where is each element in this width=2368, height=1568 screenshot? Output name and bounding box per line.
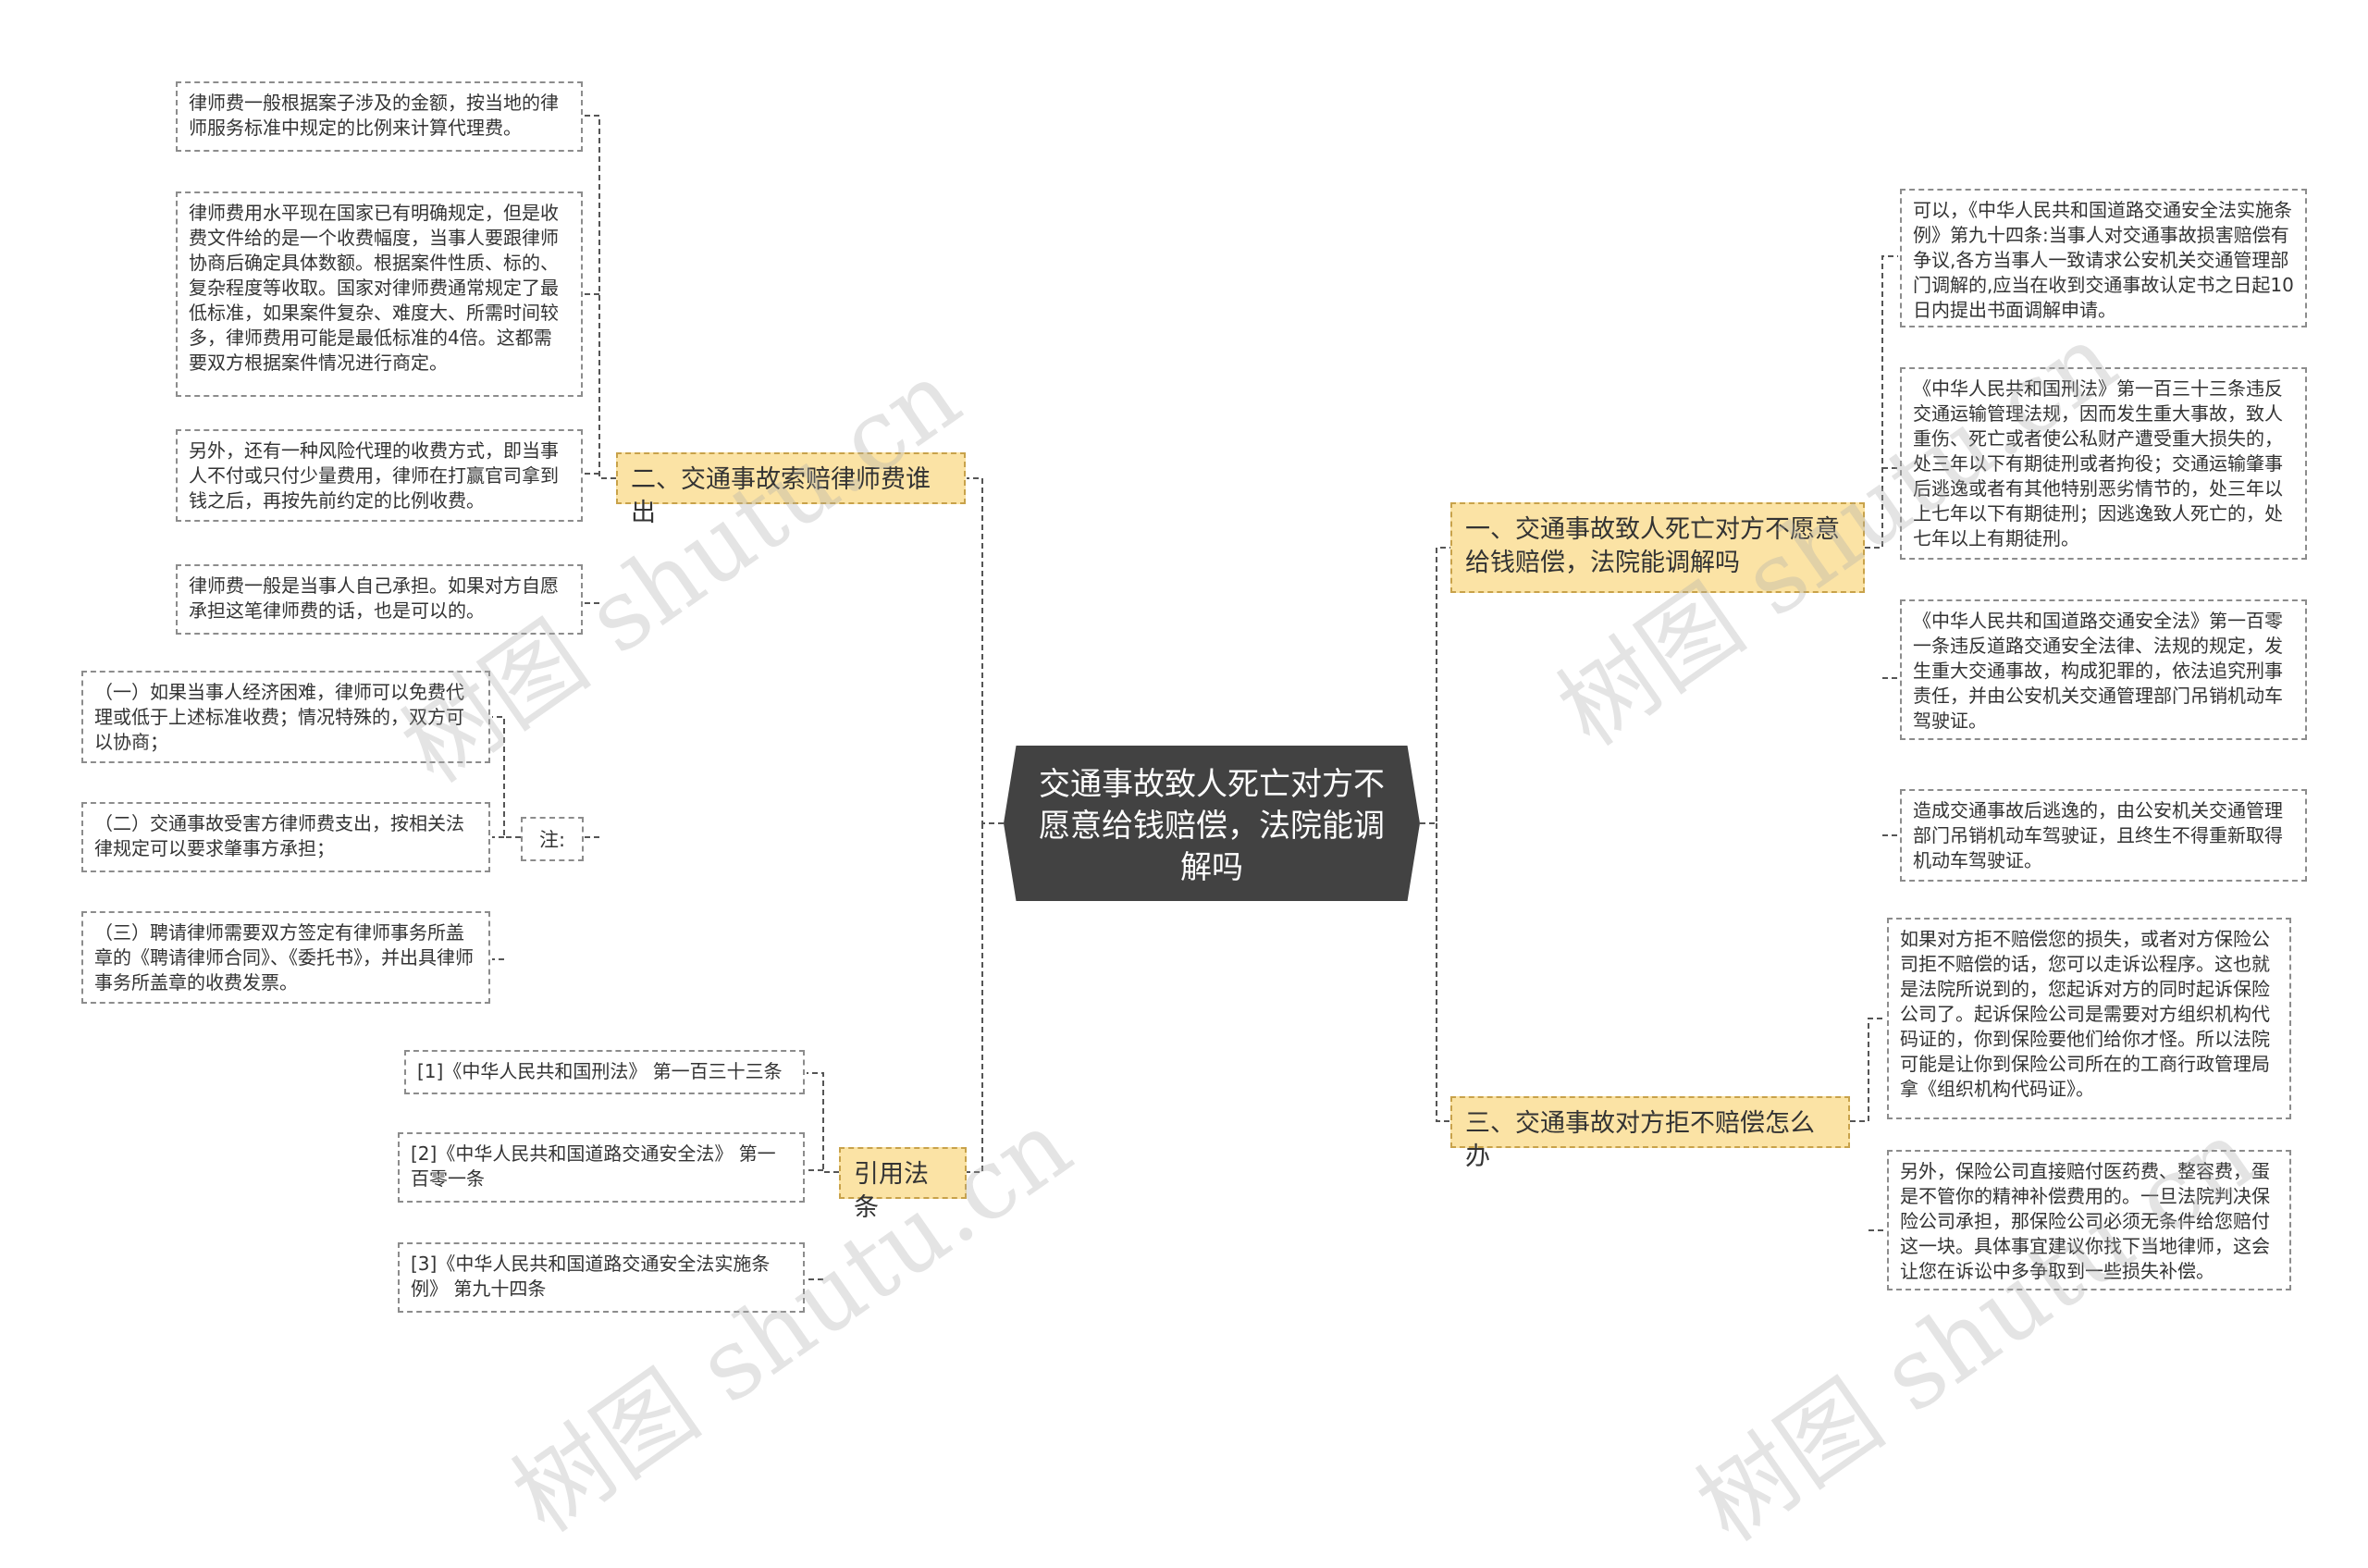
root-topic-label: 交通事故致人死亡对方不愿意给钱赔偿，法院能调解吗 [1039, 766, 1385, 886]
note-item-3[interactable]: （三）聘请律师需要双方签定有律师事务所盖章的《聘请律师合同》、《委托书》，并出具… [81, 911, 490, 1004]
mediation-item-1-text: 可以，《中华人民共和国道路交通安全法实施条例》第九十四条:当事人对交通事故损害赔… [1913, 199, 2294, 321]
refusal-item-1[interactable]: 如果对方拒不赔偿您的损失，或者对方保险公司拒不赔偿的话，您可以走诉讼程序。这也就… [1887, 918, 2291, 1119]
branch-refusal-label: 三、交通事故对方拒不赔偿怎么办 [1465, 1109, 1815, 1171]
lawyer-fee-item-4-text: 律师费一般是当事人自己承担。如果对方自愿承担这笔律师费的话，也是可以的。 [189, 574, 559, 622]
mediation-item-3[interactable]: 《中华人民共和国道路交通安全法》第一百零一条违反道路交通安全法律、法规的规定，发… [1900, 599, 2307, 740]
lawyer-fee-item-4[interactable]: 律师费一般是当事人自己承担。如果对方自愿承担这笔律师费的话，也是可以的。 [176, 564, 583, 635]
lawyer-fee-item-2-text: 律师费用水平现在国家已有明确规定，但是收费文件给的是一个收费幅度，当事人要跟律师… [189, 202, 559, 374]
note-node[interactable]: 注: [521, 817, 584, 861]
refusal-item-2-text: 另外，保险公司直接赔付医药费、整容费，蛋是不管你的精神补偿费用的。一旦法院判决保… [1900, 1160, 2270, 1282]
citation-item-3[interactable]: [3]《中华人民共和国道路交通安全法实施条例》 第九十四条 [398, 1242, 805, 1313]
branch-refusal[interactable]: 三、交通事故对方拒不赔偿怎么办 [1450, 1096, 1850, 1171]
citation-item-3-text: [3]《中华人民共和国道路交通安全法实施条例》 第九十四条 [411, 1253, 771, 1300]
citation-item-2[interactable]: [2]《中华人民共和国道路交通安全法》 第一百零一条 [398, 1132, 805, 1203]
connector-lines [492, 115, 1898, 1280]
mediation-item-4-text: 造成交通事故后逃逸的，由公安机关交通管理部门吊销机动车驾驶证，且终生不得重新取得… [1913, 799, 2283, 871]
note-item-2-text: （二）交通事故受害方律师费支出，按相关法律规定可以要求肇事方承担； [94, 812, 464, 859]
lawyer-fee-item-2[interactable]: 律师费用水平现在国家已有明确规定，但是收费文件给的是一个收费幅度，当事人要跟律师… [176, 191, 583, 397]
mediation-item-4[interactable]: 造成交通事故后逃逸的，由公安机关交通管理部门吊销机动车驾驶证，且终生不得重新取得… [1900, 789, 2307, 882]
lawyer-fee-item-3[interactable]: 另外，还有一种风险代理的收费方式，即当事人不付或只付少量费用，律师在打赢官司拿到… [176, 429, 583, 522]
mediation-item-3-text: 《中华人民共和国道路交通安全法》第一百零一条违反道路交通安全法律、法规的规定，发… [1913, 610, 2283, 732]
mediation-item-2-text: 《中华人民共和国刑法》第一百三十三条违反交通运输管理法规，因而发生重大事故，致人… [1913, 377, 2283, 549]
lawyer-fee-item-3-text: 另外，还有一种风险代理的收费方式，即当事人不付或只付少量费用，律师在打赢官司拿到… [189, 439, 559, 512]
citation-item-1-text: [1]《中华人民共和国刑法》 第一百三十三条 [417, 1060, 783, 1082]
root-topic[interactable]: 交通事故致人死亡对方不愿意给钱赔偿，法院能调解吗 [1004, 746, 1420, 901]
mediation-item-1[interactable]: 可以，《中华人民共和国道路交通安全法实施条例》第九十四条:当事人对交通事故损害赔… [1900, 189, 2307, 327]
branch-mediation[interactable]: 一、交通事故致人死亡对方不愿意给钱赔偿，法院能调解吗 [1450, 502, 1865, 593]
branch-citations-label: 引用法条 [854, 1160, 929, 1222]
note-item-1[interactable]: （一）如果当事人经济困难，律师可以免费代理或低于上述标准收费；情况特殊的，双方可… [81, 671, 490, 763]
citation-item-2-text: [2]《中华人民共和国道路交通安全法》 第一百零一条 [411, 1142, 776, 1190]
lawyer-fee-item-1[interactable]: 律师费一般根据案子涉及的金额，按当地的律师服务标准中规定的比例来计算代理费。 [176, 81, 583, 152]
branch-citations[interactable]: 引用法条 [839, 1147, 967, 1222]
mediation-item-2[interactable]: 《中华人民共和国刑法》第一百三十三条违反交通运输管理法规，因而发生重大事故，致人… [1900, 367, 2307, 560]
branch-mediation-label: 一、交通事故致人死亡对方不愿意给钱赔偿，法院能调解吗 [1465, 515, 1840, 577]
citation-item-1[interactable]: [1]《中华人民共和国刑法》 第一百三十三条 [404, 1050, 805, 1094]
note-item-3-text: （三）聘请律师需要双方签定有律师事务所盖章的《聘请律师合同》、《委托书》，并出具… [94, 921, 474, 994]
refusal-item-1-text: 如果对方拒不赔偿您的损失，或者对方保险公司拒不赔偿的话，您可以走诉讼程序。这也就… [1900, 928, 2270, 1100]
lawyer-fee-item-1-text: 律师费一般根据案子涉及的金额，按当地的律师服务标准中规定的比例来计算代理费。 [189, 92, 559, 139]
refusal-item-2[interactable]: 另外，保险公司直接赔付医药费、整容费，蛋是不管你的精神补偿费用的。一旦法院判决保… [1887, 1150, 2291, 1290]
branch-lawyer-fee-label: 二、交通事故索赔律师费谁出 [631, 465, 931, 527]
note-item-1-text: （一）如果当事人经济困难，律师可以免费代理或低于上述标准收费；情况特殊的，双方可… [94, 681, 464, 753]
branch-lawyer-fee[interactable]: 二、交通事故索赔律师费谁出 [616, 452, 966, 527]
note-item-2[interactable]: （二）交通事故受害方律师费支出，按相关法律规定可以要求肇事方承担； [81, 802, 490, 872]
note-node-label: 注: [538, 829, 566, 851]
